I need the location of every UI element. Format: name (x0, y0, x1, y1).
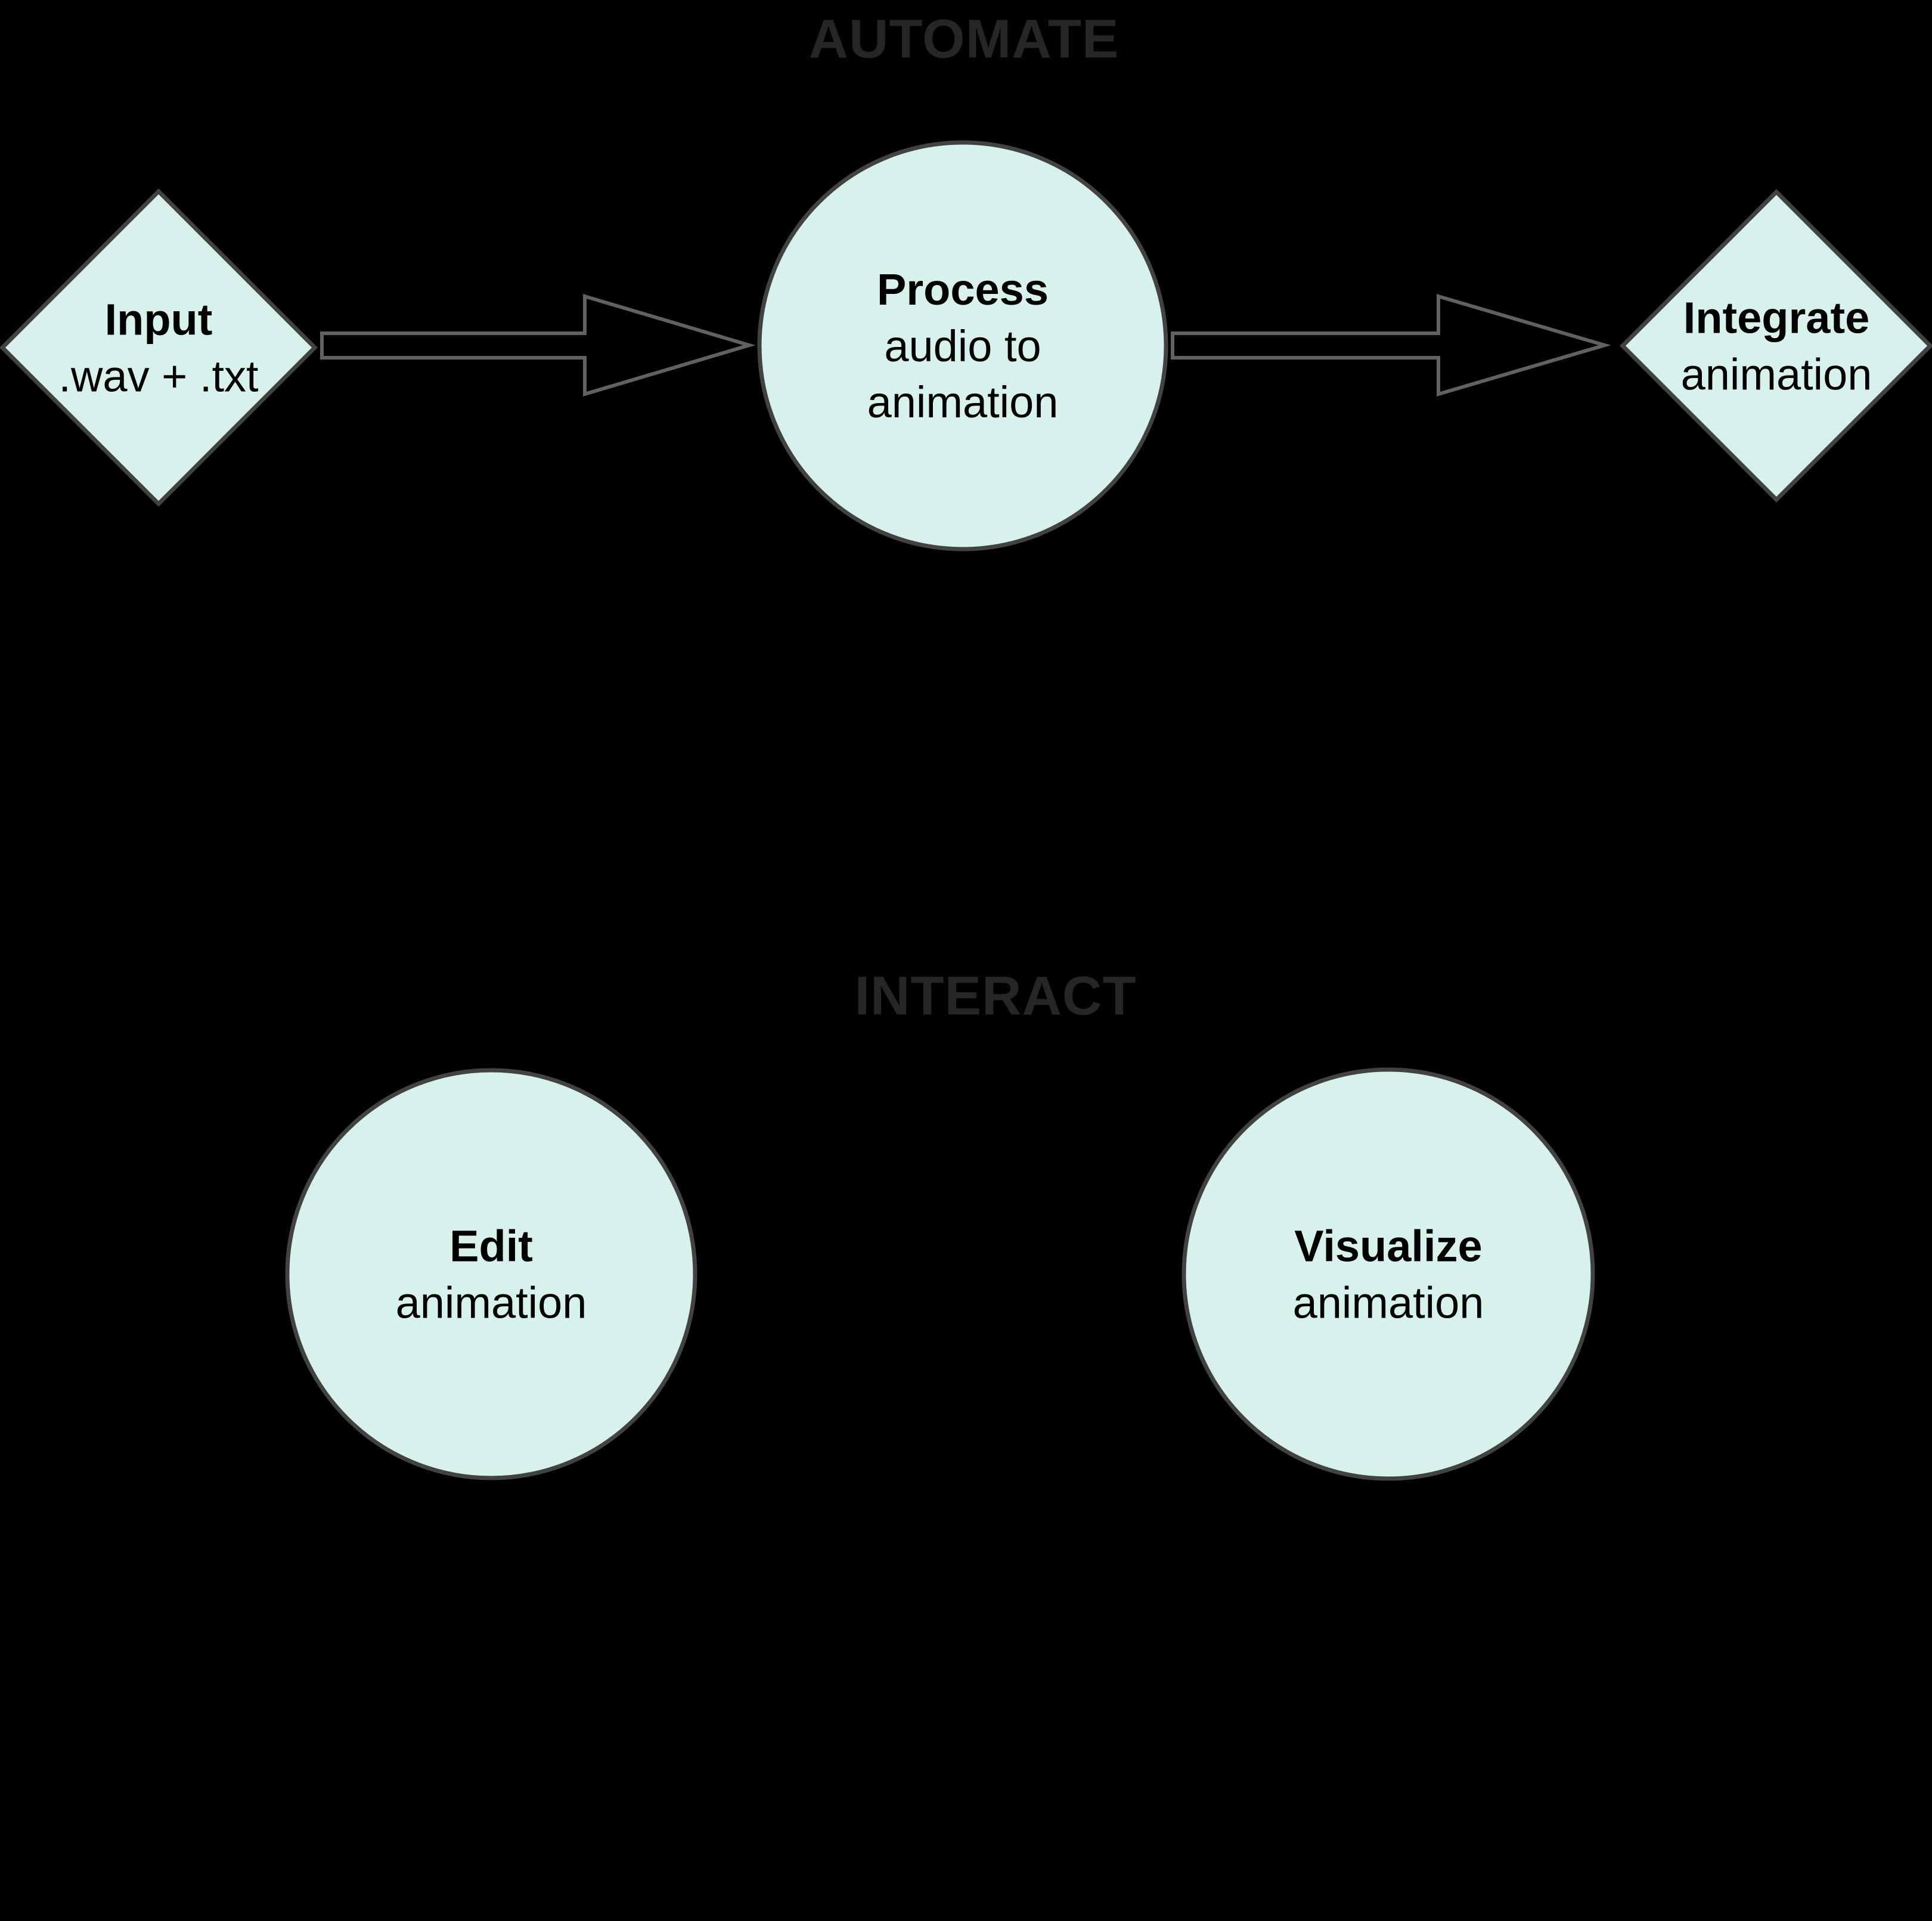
visualize-node-label: Visualize animation (1293, 1218, 1484, 1331)
visualize-circle-shape (1181, 1067, 1595, 1481)
input-node-title: Input (104, 295, 213, 345)
input-diamond-shape (0, 188, 318, 507)
input-node-label: Input .wav + .txt (58, 292, 258, 404)
arrow-right-icon (1171, 293, 1611, 397)
process-node-subtitle-line1: audio to (884, 321, 1041, 371)
integrate-diamond-shape (1620, 189, 1932, 503)
edit-circle-shape (285, 1068, 697, 1480)
integrate-node-subtitle: animation (1680, 349, 1872, 399)
integrate-node-label: Integrate animation (1681, 290, 1872, 402)
process-node-title: Process (877, 264, 1049, 314)
integrate-node-title: Integrate (1683, 293, 1870, 343)
arrow-right-icon (320, 293, 756, 397)
process-circle-shape (757, 140, 1168, 551)
visualize-node-subtitle: animation (1292, 1278, 1484, 1327)
visualize-node-title: Visualize (1294, 1221, 1483, 1271)
edit-node-subtitle: animation (395, 1278, 587, 1327)
input-node-subtitle: .wav + .txt (58, 351, 259, 401)
edit-node-title: Edit (449, 1221, 533, 1271)
section-title-automate: AUTOMATE (808, 8, 1119, 70)
edit-node-label: Edit animation (396, 1218, 587, 1331)
section-title-interact: INTERACT (854, 965, 1137, 1027)
process-node-subtitle-line2: animation (867, 377, 1059, 427)
process-node-label: Process audio to animation (867, 262, 1059, 431)
